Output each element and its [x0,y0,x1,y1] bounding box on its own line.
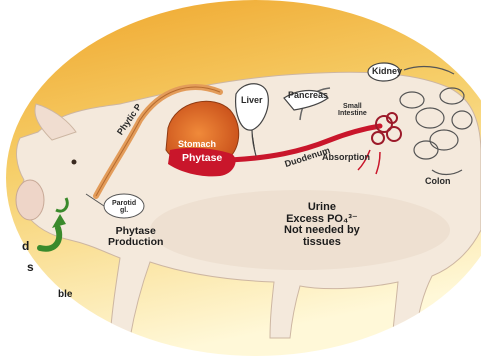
label-phytase: Phytase [182,153,222,164]
pig-eye [72,160,77,165]
label-colon: Colon [425,177,451,186]
label-left-partial-3: ble [58,290,72,301]
label-salivary: Parotid gl. [112,200,136,215]
label-urine: Urine Excess PO₄³⁻ Not needed by tissues [284,202,360,248]
label-liver: Liver [241,96,263,105]
label-left-partial-1: d [22,240,29,253]
label-absorption: Absorption [322,153,370,162]
label-small-intestine: SmallIntestine [338,103,367,118]
label-kidney: Kidney [372,67,402,76]
label-left-partial-2: s [27,261,34,274]
label-phytase-production: PhytaseProduction [108,226,163,248]
label-stomach: Stomach [178,140,216,149]
pig-snout [16,180,44,220]
label-pancreas: Pancreas [288,91,328,100]
